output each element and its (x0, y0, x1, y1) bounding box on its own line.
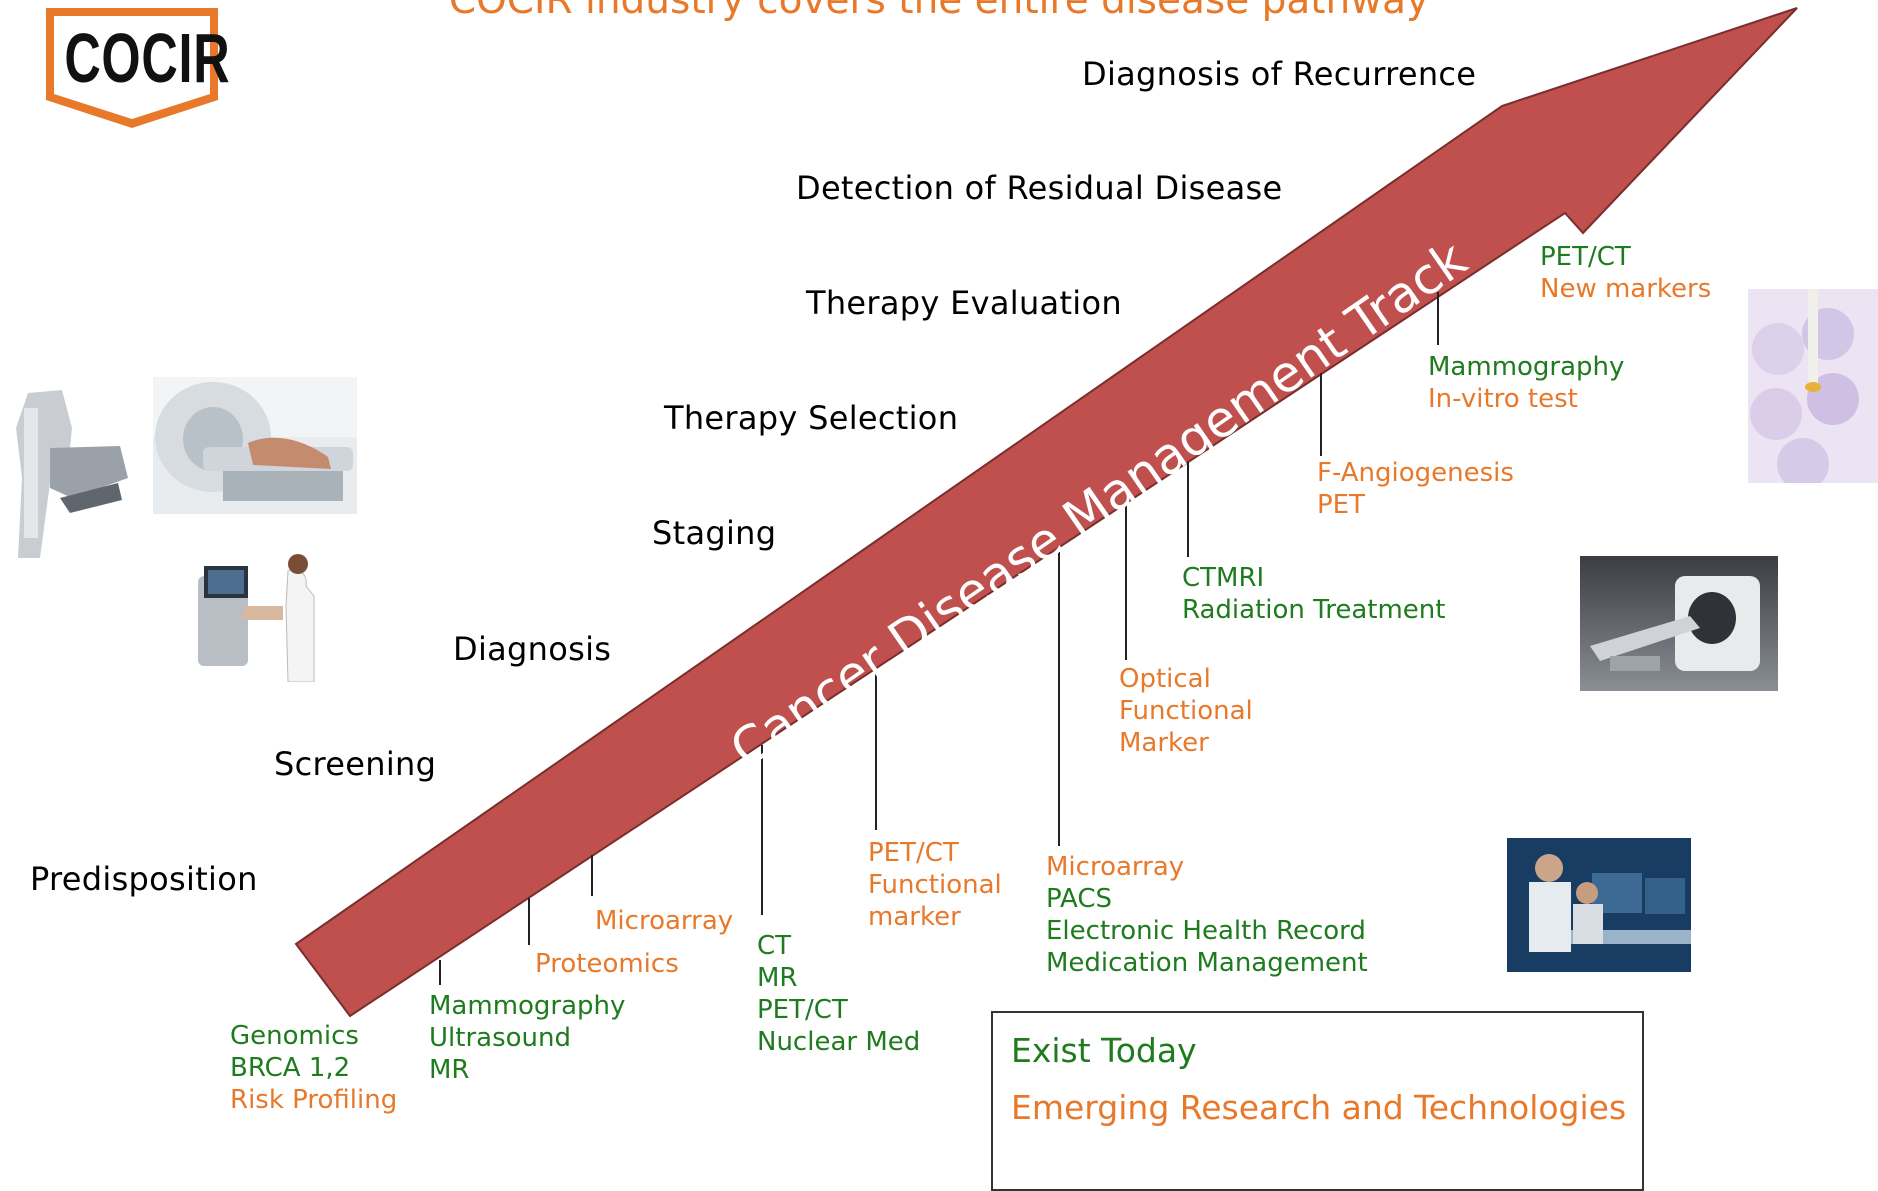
tech-label: Marker (1119, 728, 1209, 758)
tech-label: Genomics (230, 1021, 359, 1051)
tech-label: Microarray (595, 906, 734, 936)
tech-label: Optical (1119, 664, 1211, 694)
tech-microarray: Microarray (595, 905, 733, 937)
mammography-unit-photo (10, 388, 130, 560)
lab-samples-photo (1748, 289, 1878, 483)
tech-label: Medication Management (1046, 948, 1368, 978)
tech-angiogenesis: F-Angiogenesis PET (1317, 457, 1514, 521)
cocir-logo: COCIR (38, 4, 230, 132)
stage-therapy-selection: Therapy Selection (664, 399, 959, 437)
legend-box: Exist Today Emerging Research and Techno… (991, 1011, 1644, 1191)
stage-recurrence: Diagnosis of Recurrence (1082, 55, 1477, 93)
ultrasound-exam-photo (188, 546, 320, 682)
tech-label: Proteomics (535, 949, 679, 979)
disease-track-arrow (294, 7, 1798, 1018)
tech-pacs: Microarray PACS Electronic Health Record… (1046, 851, 1368, 979)
tech-label: F-Angiogenesis (1317, 458, 1514, 488)
tech-proteomics: Proteomics (535, 948, 679, 980)
tech-genomics: Genomics BRCA 1,2 Risk Profiling (230, 1020, 397, 1116)
tech-label: Microarray (1046, 852, 1185, 882)
stage-staging: Staging (652, 514, 777, 552)
tech-label: Mammography (429, 991, 626, 1021)
tech-optical: Optical Functional Marker (1119, 663, 1253, 759)
tech-label: PET (1317, 490, 1365, 520)
tech-label: Radiation Treatment (1182, 595, 1446, 625)
tech-label: Risk Profiling (230, 1085, 398, 1115)
tech-new-markers: PET/CT New markers (1540, 241, 1711, 305)
stage-diagnosis: Diagnosis (453, 630, 612, 668)
tech-label: CT (757, 931, 792, 961)
tech-label: Ultrasound (429, 1023, 571, 1053)
legend-emerging: Emerging Research and Technologies (1011, 1088, 1627, 1127)
tech-label: MR (429, 1055, 470, 1085)
stage-residual-disease: Detection of Residual Disease (796, 169, 1283, 207)
stage-therapy-evaluation: Therapy Evaluation (806, 284, 1122, 322)
page-title: COCIR industry covers the entire disease… (448, 0, 1430, 23)
legend-exist: Exist Today (1011, 1031, 1197, 1070)
tech-label: Functional (1119, 696, 1253, 726)
mri-scanner-photo (153, 377, 357, 514)
tech-label: Electronic Health Record (1046, 916, 1366, 946)
tech-ct: CT MR PET/CT Nuclear Med (757, 930, 920, 1058)
stage-predisposition: Predisposition (30, 860, 258, 898)
tech-petct-functional: PET/CT Functional marker (868, 837, 1002, 933)
tech-label: Mammography (1428, 352, 1625, 382)
tech-label: Functional (868, 870, 1002, 900)
tech-ctmri: CTMRI Radiation Treatment (1182, 562, 1445, 626)
tech-label: PACS (1046, 884, 1113, 914)
tech-label: CTMRI (1182, 563, 1265, 593)
tech-label: PET/CT (868, 838, 959, 868)
tech-label: PET/CT (1540, 242, 1631, 272)
tech-label: Nuclear Med (757, 1027, 921, 1057)
tech-label: BRCA 1,2 (230, 1053, 351, 1083)
tech-mammography: Mammography Ultrasound MR (429, 990, 625, 1086)
tech-label: New markers (1540, 274, 1712, 304)
pet-ct-scanner-photo (1580, 556, 1778, 691)
tech-label: MR (757, 963, 798, 993)
tech-label: PET/CT (757, 995, 848, 1025)
tech-invitro: Mammography In-vitro test (1428, 351, 1624, 415)
tech-label: marker (868, 902, 961, 932)
connector-lines (439, 292, 1439, 985)
tech-label: In-vitro test (1428, 384, 1578, 414)
radiologists-workstation-photo (1507, 838, 1691, 972)
stage-screening: Screening (274, 745, 437, 783)
